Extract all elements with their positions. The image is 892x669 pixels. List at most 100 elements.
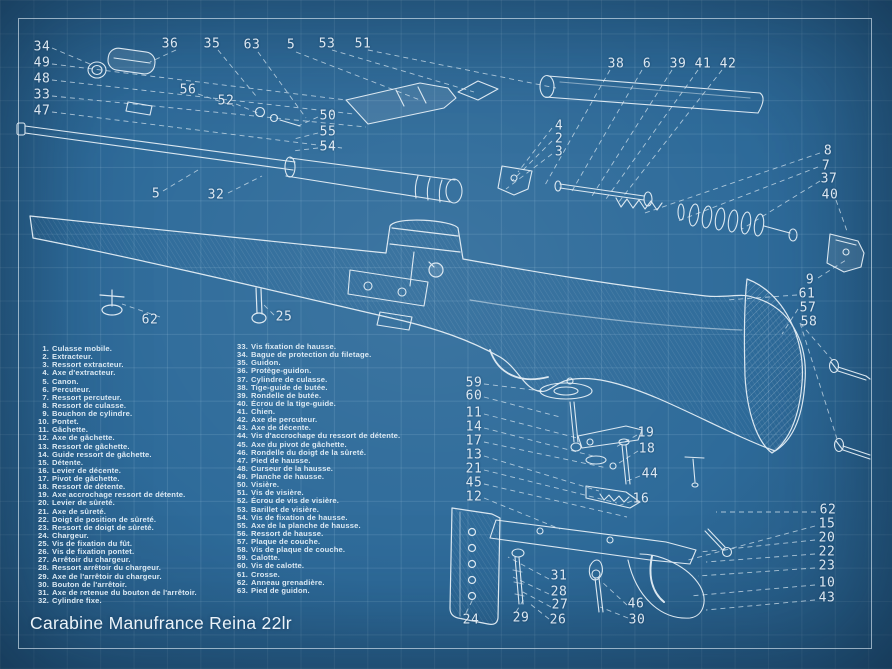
part-item: 62.Anneau grenadière. (236, 577, 325, 587)
part-item: 42.Axe de percuteur. (236, 415, 318, 425)
callout-28: 28 (550, 584, 568, 600)
part-item: 18.Ressort de détente. (37, 482, 126, 492)
barrel-receiver-drawing (16, 122, 865, 273)
callout-9: 9 (805, 272, 815, 288)
part-item: 3.Ressort extracteur. (42, 360, 124, 370)
callout-35: 35 (203, 36, 221, 52)
callout-38: 38 (607, 56, 625, 72)
callout-25: 25 (275, 309, 293, 325)
callout-55: 55 (319, 124, 337, 140)
callout-50: 50 (319, 108, 337, 124)
part-item: 49.Planche de hausse. (236, 472, 325, 481)
callout-17: 17 (465, 433, 483, 449)
callout-24: 24 (462, 612, 480, 628)
part-item: 53.Barillet de visière. (236, 504, 320, 514)
part-item: 35.Guidon. (236, 358, 281, 368)
part-item: 8.Ressort de culasse. (42, 400, 127, 410)
part-item: 47.Pied de hausse. (236, 455, 311, 465)
callout-56: 56 (179, 82, 197, 98)
part-item: 4.Axe d'extracteur. (42, 368, 116, 378)
callout-41: 41 (694, 56, 712, 72)
callout-19: 19 (637, 425, 655, 441)
part-item: 58.Vis de plaque de couche. (236, 545, 346, 555)
part-item: 25.Vis de fixation du fût. (37, 539, 133, 548)
trigger-group-drawing (489, 377, 733, 619)
callout-32: 32 (207, 187, 225, 203)
callout-12: 12 (465, 489, 483, 505)
part-item: 27.Arrêtoir du chargeur. (37, 555, 131, 565)
part-item: 43.Axe de décente. (236, 423, 312, 433)
part-item: 30.Bouton de l'arrêtoir. (37, 579, 127, 589)
callout-3: 3 (554, 144, 564, 160)
title-block: Carabine Manufrance Reina 22lr (30, 613, 292, 633)
part-item: 54.Vis de fixation de hausse. (236, 512, 348, 522)
callout-36: 36 (161, 36, 179, 52)
callout-13: 13 (465, 447, 483, 463)
callout-27: 27 (551, 597, 569, 613)
upper-assembly-drawing (87, 47, 764, 331)
callout-16: 16 (632, 491, 650, 507)
callout-23: 23 (818, 558, 836, 574)
callout-62: 62 (819, 502, 837, 518)
rifle-stock-drawing (29, 215, 806, 454)
callout-40: 40 (821, 187, 839, 203)
part-item: 16.Levier de décente. (37, 465, 121, 475)
part-item: 37.Cylindre de culasse. (236, 374, 328, 384)
part-item: 12.Axe de gâchette. (37, 433, 115, 443)
part-item: 51.Vis de visière. (236, 488, 304, 498)
part-item: 15.Détente. (37, 457, 84, 467)
callout-49: 49 (33, 55, 51, 71)
parts-column-2: 33.Vis fixation de hausse.34.Bague de pr… (232, 342, 401, 595)
callout-31: 31 (550, 568, 568, 584)
callout-63: 63 (243, 37, 261, 53)
part-item: 48.Curseur de la hausse. (236, 463, 334, 473)
callout-10: 10 (818, 575, 836, 591)
part-item: 56.Ressort de hausse. (236, 528, 324, 538)
callout-45: 45 (465, 475, 483, 491)
callout-48: 48 (33, 71, 51, 87)
part-item: 17.Pivot de gâchette. (37, 474, 120, 483)
callout-58: 58 (800, 314, 818, 330)
magazine-drawing (449, 507, 501, 625)
part-item: 20.Levier de sûreté. (37, 498, 115, 508)
part-item: 38.Tige-guide de butée. (236, 382, 328, 392)
part-item: 60.Vis de calotte. (236, 561, 305, 571)
callout-29: 29 (512, 610, 530, 626)
part-item: 32.Cylindre fixe. (37, 595, 102, 605)
callout-54: 54 (319, 139, 337, 155)
part-item: 24.Chargeur. (37, 530, 89, 540)
callout-42: 42 (719, 56, 737, 72)
callout-11: 11 (465, 405, 483, 421)
part-item: 21.Axe de sûreté. (37, 506, 107, 516)
callout-46: 46 (627, 596, 645, 612)
callout-59: 59 (465, 375, 483, 391)
callout-14: 14 (465, 419, 483, 435)
part-item: 57.Plaque de couche. (236, 537, 321, 546)
part-item: 5.Canon. (42, 376, 79, 386)
part-item: 40.Écrou de la tige-guide. (236, 398, 336, 408)
callout-61: 61 (798, 286, 816, 302)
part-item: 59.Calotte. (236, 553, 281, 563)
part-item: 44.Vis d'accrochage du ressort de détent… (236, 431, 401, 441)
callout-8: 8 (823, 143, 833, 159)
part-item: 22.Doigt de position de sûreté. (37, 514, 157, 524)
callout-43: 43 (818, 590, 836, 606)
part-item: 39.Rondelle de butée. (236, 390, 322, 400)
part-item: 36.Protège-guidon. (236, 366, 312, 376)
part-item: 29.Axe de l'arrêtoir du chargeur. (37, 571, 162, 581)
part-item: 34.Bague de protection du filetage. (236, 350, 372, 360)
part-item: 13.Ressort de gâchette. (37, 441, 130, 451)
callout-6: 6 (642, 56, 652, 72)
part-item: 19.Axe accrochage ressort de détente. (37, 490, 186, 500)
callout-7: 7 (821, 158, 831, 174)
parts-column-1: 1.Culasse mobile.2.Extracteur.3.Ressort … (33, 344, 197, 605)
part-item: 52.Écrou de vis de visière. (236, 496, 340, 506)
callout-18: 18 (638, 441, 656, 457)
part-item: 10.Pontet. (37, 417, 79, 427)
part-item: 14.Guide ressort de gâchette. (37, 449, 152, 459)
callout-60: 60 (465, 388, 483, 404)
callout-57: 57 (799, 300, 817, 316)
part-item: 46.Rondelle du doigt de la sûreté. (236, 447, 367, 457)
